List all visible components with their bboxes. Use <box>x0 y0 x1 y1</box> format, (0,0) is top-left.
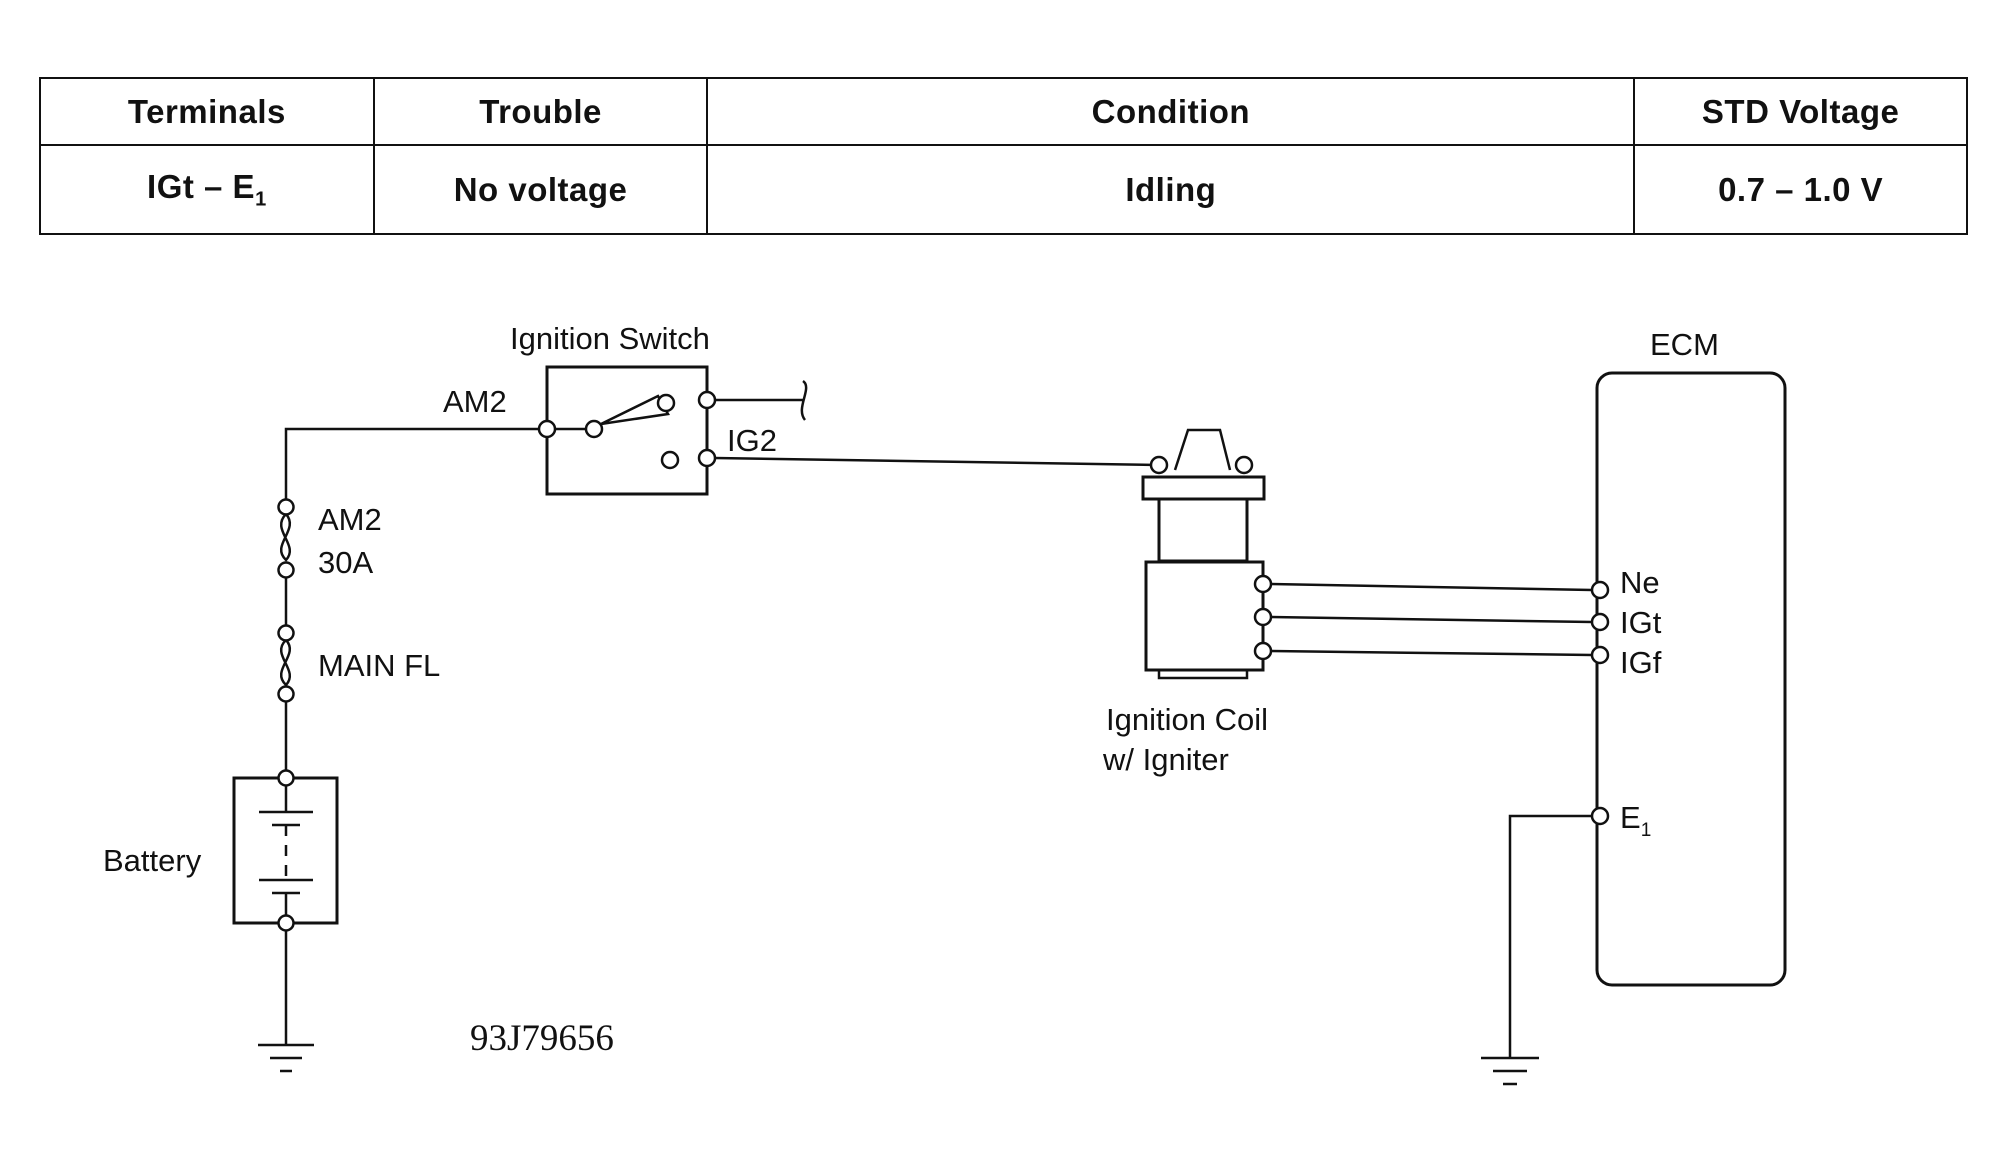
label-battery: Battery <box>103 843 202 878</box>
wire-ig2-coil <box>714 456 1160 467</box>
battery-symbol <box>232 769 339 932</box>
fuse-main-fl <box>277 624 295 703</box>
cell-condition: Idling <box>706 144 1636 235</box>
fuse-am2 <box>277 498 295 579</box>
wire-ne <box>1270 582 1593 592</box>
label-pin-e1-main: E <box>1620 800 1641 835</box>
label-coil-line2: w/ Igniter <box>1102 742 1229 777</box>
ground-symbol-right <box>1481 1056 1539 1086</box>
header-std-voltage: STD Voltage <box>1633 77 1968 146</box>
label-pin-e1: E1 <box>1620 800 1651 841</box>
ground-symbol-left <box>258 1043 314 1073</box>
cell-std-voltage: 0.7 – 1.0 V <box>1633 144 1968 235</box>
label-fuse-am2-name: AM2 <box>318 502 382 537</box>
cell-terminals: IGt – E1 <box>39 144 375 235</box>
wire-e1-ground <box>1508 814 1592 1058</box>
label-pin-igf: IGf <box>1620 645 1662 680</box>
wire-am2-supply <box>284 427 547 507</box>
header-trouble: Trouble <box>372 77 709 146</box>
header-condition: Condition <box>706 77 1636 146</box>
label-pin-e1-sub: 1 <box>1641 820 1652 841</box>
label-am2-terminal: AM2 <box>443 384 507 419</box>
cell-trouble: No voltage <box>372 144 709 235</box>
label-ignition-switch: Ignition Switch <box>510 321 710 356</box>
table-row: IGt – E1 No voltage Idling 0.7 – 1.0 V <box>39 144 1968 235</box>
label-pin-igt: IGt <box>1620 605 1662 640</box>
cell-terminals-main: IGt – E <box>147 167 256 205</box>
label-main-fuse: MAIN FL <box>318 648 440 683</box>
table-header-row: Terminals Trouble Condition STD Voltage <box>39 77 1968 146</box>
label-figure-code: 93J79656 <box>470 1018 614 1059</box>
ignition-switch-symbol <box>537 365 808 496</box>
spec-table: Terminals Trouble Condition STD Voltage … <box>39 77 1968 235</box>
wire-igt <box>1270 615 1593 624</box>
ecm-symbol <box>1590 371 1787 987</box>
label-ig2-terminal: IG2 <box>727 423 777 458</box>
cell-terminals-sub: 1 <box>255 188 267 211</box>
ignition-coil-symbol <box>1141 428 1273 680</box>
label-coil-line1: Ignition Coil <box>1106 702 1268 737</box>
label-ecm: ECM <box>1650 327 1719 362</box>
wire-igf <box>1270 649 1593 657</box>
header-terminals: Terminals <box>39 77 375 146</box>
label-pin-ne: Ne <box>1620 565 1660 600</box>
label-fuse-am2-rating: 30A <box>318 545 373 580</box>
